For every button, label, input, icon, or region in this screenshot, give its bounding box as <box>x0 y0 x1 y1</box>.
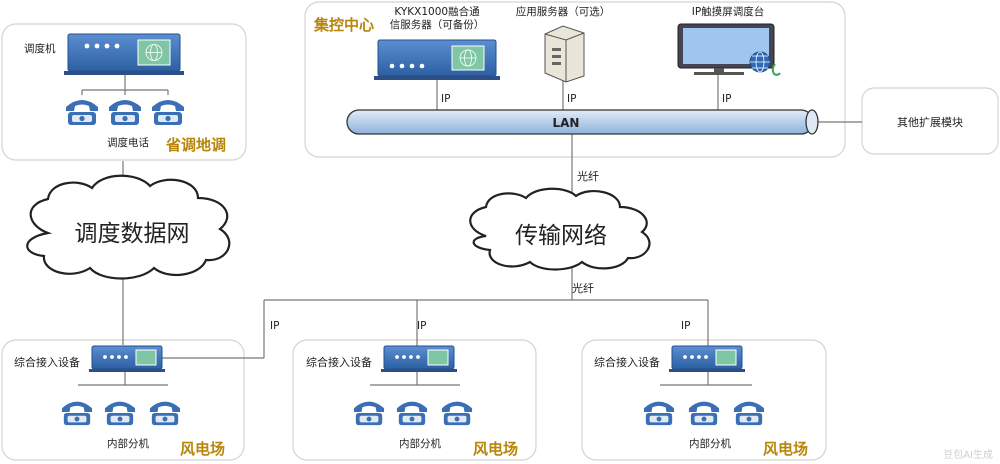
app-server-label: 应用服务器（可选） <box>516 5 611 18</box>
dispatch-phone-icon <box>152 100 184 125</box>
central-title: 集控中心 <box>313 16 374 34</box>
province-title: 省调地调 <box>165 136 226 154</box>
access-device-icon <box>89 345 165 372</box>
handset-icon <box>771 63 781 76</box>
extension-phone-icon <box>688 401 720 426</box>
dispatch-network-label: 调度数据网 <box>75 221 190 247</box>
extension-phone-icon <box>643 401 675 426</box>
server-label-line1: KYKX1000融合通 <box>394 5 480 18</box>
ip-label-farm-2: IP <box>417 320 426 332</box>
farm-box-2 <box>292 339 537 461</box>
lan-label: LAN <box>553 116 580 130</box>
fiber-label-bottom: 光纤 <box>572 281 594 295</box>
access-device-label: 综合接入设备 <box>306 355 372 369</box>
extension-phone-icon <box>353 401 385 426</box>
dispatcher-label: 调度机 <box>24 42 56 55</box>
extension-phone-icon <box>733 401 765 426</box>
extension-phone-icon <box>61 401 93 426</box>
extension-phone-icon <box>396 401 428 426</box>
farm-title: 风电场 <box>473 440 518 458</box>
access-device-label: 综合接入设备 <box>594 355 660 369</box>
province-box <box>1 23 247 161</box>
fiber-label-top: 光纤 <box>577 169 599 183</box>
farm-title: 风电场 <box>763 440 808 458</box>
extension-label: 内部分机 <box>107 437 149 450</box>
dispatch-phone-icon <box>109 100 141 125</box>
convergence-server-icon <box>374 39 500 80</box>
extension-phone-icon <box>104 401 136 426</box>
access-device-icon <box>381 345 457 372</box>
ip-label-farm-1: IP <box>270 320 279 332</box>
extension-phone-icon <box>149 401 181 426</box>
extension-label: 内部分机 <box>689 437 731 450</box>
access-device-label: 综合接入设备 <box>14 355 80 369</box>
server-label-line2: 信服务器（可备份） <box>390 18 485 31</box>
dispatch-phone-icon <box>66 100 98 125</box>
transport-network-cloud <box>469 187 651 271</box>
dispatch-phones-label: 调度电话 <box>107 136 149 149</box>
ext-module-label: 其他扩展模块 <box>897 115 963 129</box>
dispatcher-icon <box>64 33 184 75</box>
extension-label: 内部分机 <box>399 437 441 450</box>
farm-box-3 <box>581 339 827 461</box>
ip-label-console: IP <box>722 93 731 105</box>
extension-phone-icon <box>441 401 473 426</box>
transport-network-label: 传输网络 <box>515 223 607 249</box>
ip-label-app: IP <box>567 93 576 105</box>
watermark: 豆包AI生成 <box>943 448 993 461</box>
access-device-icon <box>669 345 745 372</box>
globe-icon <box>749 51 771 73</box>
farm-title: 风电场 <box>180 440 225 458</box>
app-server-icon <box>544 25 585 83</box>
connection-lines <box>81 72 862 359</box>
ip-label-server: IP <box>441 93 450 105</box>
ext-module-box <box>861 87 999 155</box>
ip-label-farm-3: IP <box>681 320 690 332</box>
lan-bus <box>346 109 819 135</box>
touch-console-label: IP触摸屏调度台 <box>692 5 764 18</box>
dispatch-network-cloud <box>26 174 231 280</box>
